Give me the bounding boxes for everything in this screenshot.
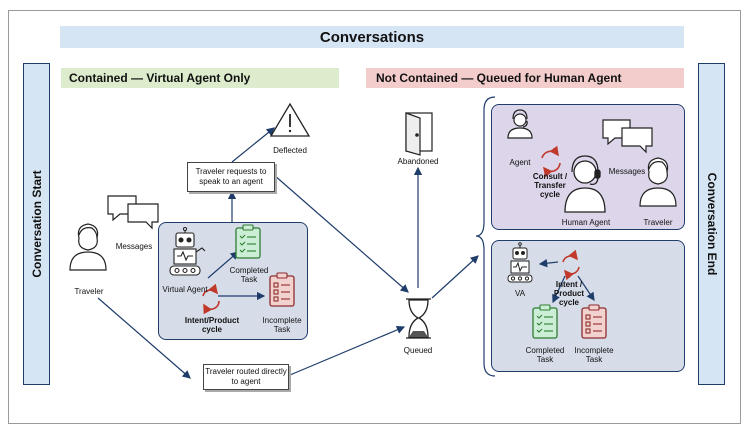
arrow-cycle-to-va-right (538, 259, 559, 268)
arrow-callout-to-queued (273, 174, 409, 293)
arrow-traveler-to-routed (97, 297, 191, 379)
contained-header: Contained — Virtual Agent Only (61, 68, 339, 88)
human-agent-icon (564, 155, 606, 213)
not-contained-header: Not Contained — Queued for Human Agent (366, 68, 684, 88)
traveler-icon-right (639, 157, 677, 207)
messages-label-right: Messages (608, 167, 646, 176)
arrow-cycle-to-incomplete-right (577, 275, 595, 301)
va-label: VA (514, 289, 526, 298)
human-agent-label: Human Agent (561, 218, 611, 227)
conversation-end-bar: Conversation End (698, 63, 725, 385)
traveler-label: Traveler (74, 287, 104, 296)
queued-label: Queued (403, 346, 433, 355)
intent-product-cycle-label: Intent/Product cycle (184, 316, 240, 334)
cycle-icon (202, 283, 220, 315)
arrow-cycle-to-completed-right (552, 275, 566, 304)
arrow-queued-to-agents (431, 255, 479, 299)
completed-task-icon-right (532, 304, 558, 339)
completed-task-icon (235, 224, 261, 259)
messages-icon-right (602, 119, 653, 154)
arrow-callout-to-deflected (231, 127, 275, 163)
diagram-title: Conversations (60, 26, 684, 48)
agent-headset-icon (507, 109, 533, 139)
diagram-frame (8, 10, 741, 424)
incomplete-task-icon (269, 272, 295, 307)
virtual-agent-label: Virtual Agent (162, 285, 208, 294)
incomplete-task-icon-right (581, 304, 607, 339)
cycle-icon-right (562, 249, 580, 281)
callout-request-text: Traveler requests to speak to an agent (195, 167, 267, 186)
agent-label: Agent (509, 158, 531, 167)
messages-label: Messages (115, 242, 153, 251)
deflected-label: Deflected (273, 146, 307, 155)
consult-cycle-icon (541, 145, 561, 178)
incomplete-task-label-right: Incomplete Task (574, 346, 614, 364)
consult-transfer-label: Consult / Transfer cycle (532, 172, 568, 199)
completed-task-label-right: Completed Task (525, 346, 565, 364)
arrow-routed-to-queued (289, 325, 406, 376)
conversation-start-bar: Conversation Start (23, 63, 50, 385)
arrow-va-to-completed (207, 251, 239, 279)
door-icon (405, 112, 433, 156)
traveler-icon (69, 223, 107, 271)
brace-icon (475, 96, 496, 377)
callout-request-agent: Traveler requests to speak to an agent (187, 162, 275, 192)
robot-icon-right (507, 242, 533, 283)
traveler-label-right: Traveler (643, 218, 673, 227)
robot-icon (169, 226, 206, 276)
hourglass-icon (406, 298, 431, 339)
messages-icon (107, 195, 159, 230)
callout-routed-directly: Traveler routed directly to agent (203, 364, 289, 390)
intent-product-cycle-label-right: Intent / Product cycle (553, 280, 585, 307)
completed-task-label: Completed Task (229, 266, 269, 284)
incomplete-task-label: Incomplete Task (262, 316, 302, 334)
abandoned-label: Abandoned (397, 157, 439, 166)
callout-routed-text: Traveler routed directly to agent (205, 367, 287, 386)
warning-icon (269, 102, 311, 137)
